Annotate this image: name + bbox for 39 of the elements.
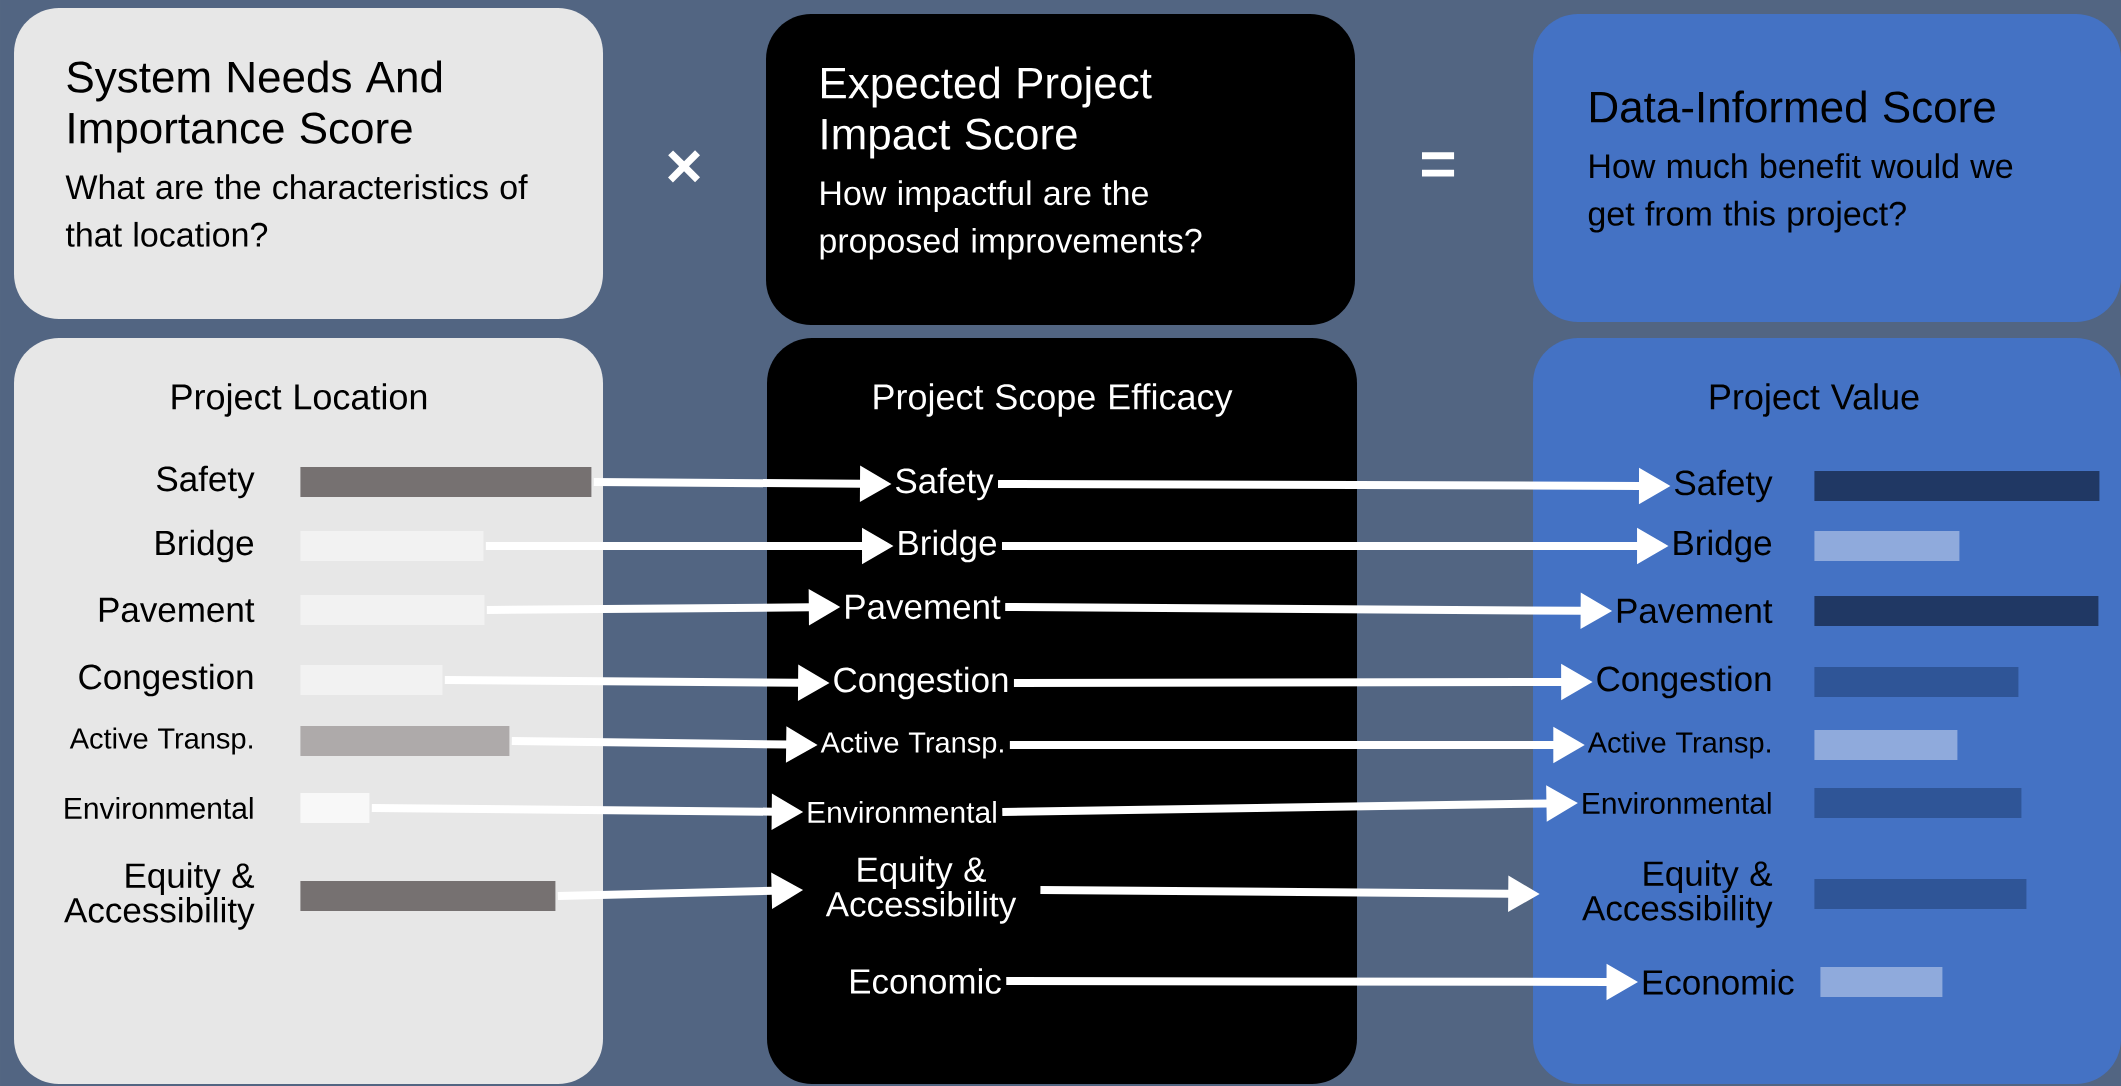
row-label: Equity & Accessibility (825, 856, 1017, 924)
row-label: Environmental (808, 801, 996, 823)
operator-sign: × (668, 150, 700, 183)
row-label: Safety (896, 467, 994, 501)
bar (1814, 788, 2022, 818)
row-label: Bridge (156, 529, 254, 563)
row-label: Pavement (846, 594, 1001, 620)
row-label: Economic (851, 968, 1001, 994)
row-label: Bridge (1674, 529, 1772, 563)
bar (300, 726, 510, 756)
score-card: Expected Project Impact Score How impactful are the proposed improvements? (766, 14, 1355, 325)
operator-sign: = (1422, 152, 1455, 177)
bar (1814, 667, 2019, 697)
bar (1814, 730, 1958, 760)
bar (1820, 967, 1943, 997)
score-card: Data-Informed Score How much benefit would we get from this project? (1533, 14, 2121, 322)
bar (1814, 596, 2099, 626)
row-label: Congestion (1597, 665, 1771, 699)
row-label: Congestion (79, 663, 253, 697)
bar (300, 881, 556, 911)
bar (300, 467, 592, 497)
row-label: Pavement (99, 597, 255, 623)
row-label: Equity & Accessibility (64, 862, 255, 930)
bar (1814, 531, 1960, 561)
row-label: Environmental (65, 797, 253, 819)
row-label: Economic (1643, 969, 1794, 995)
row-label: Congestion (834, 666, 1008, 700)
row-label: Equity & Accessibility (1582, 860, 1773, 928)
row-label: Environmental (1583, 792, 1771, 814)
score-card: System Needs And Importance Score What are the characteristics of that location? (14, 8, 603, 319)
row-label: Safety (157, 465, 255, 499)
row-label: Bridge (899, 529, 996, 563)
bar (1814, 879, 2027, 909)
row-label: Active Transp. (69, 727, 252, 755)
row-label: Active Transp. (1587, 731, 1770, 759)
row-label: Pavement (1617, 598, 1773, 624)
row-label: Active Transp. (820, 731, 1003, 759)
bar (1814, 471, 2100, 501)
row-label: Safety (1675, 469, 1773, 503)
